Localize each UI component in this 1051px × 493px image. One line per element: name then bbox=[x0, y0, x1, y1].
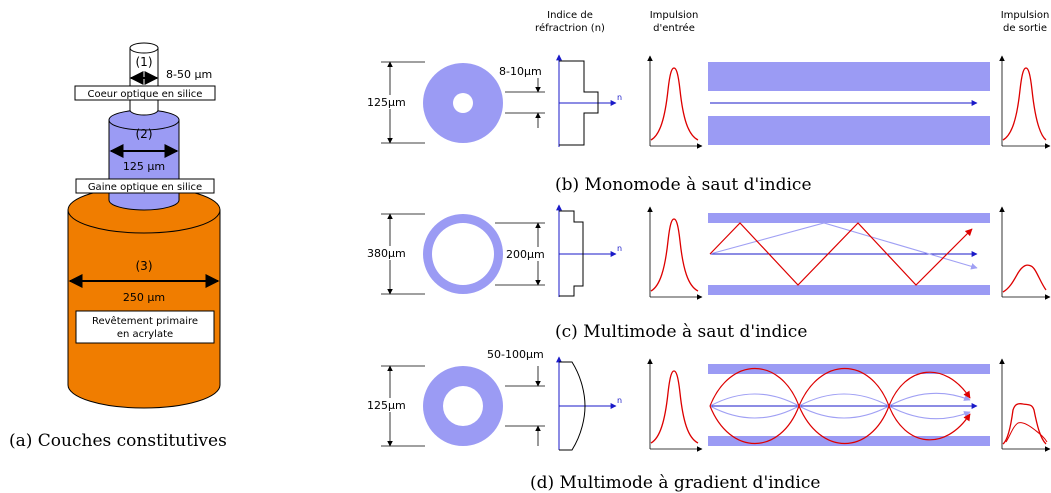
header-index-line2: réfractrion (n) bbox=[535, 22, 605, 34]
core-diameter-label: 8-10µm bbox=[499, 65, 542, 78]
axis-n-label: n bbox=[617, 396, 622, 405]
waveguide bbox=[708, 364, 990, 446]
column-headers: Indice de réfractrion (n) Impulsion d'en… bbox=[535, 10, 1049, 34]
waveguide bbox=[708, 62, 990, 145]
ray-high-angle bbox=[709, 368, 971, 444]
axis-n-label: n bbox=[617, 244, 622, 253]
header-input-line2: d'entrée bbox=[653, 22, 695, 34]
cladding-box-label: Gaine optique en silice bbox=[88, 182, 202, 193]
input-pulse bbox=[647, 55, 703, 149]
fiber-core bbox=[432, 223, 494, 285]
output-pulse bbox=[999, 358, 1051, 452]
outer-diameter-label: 125µm bbox=[367, 96, 406, 109]
index-profile: n bbox=[556, 204, 622, 297]
layer-label-1: (1) bbox=[136, 55, 153, 69]
input-pulse bbox=[647, 358, 703, 452]
row-monomode-step: 125µm 8-10µm n (b bbox=[364, 54, 1051, 195]
cladding-box bbox=[75, 178, 215, 194]
coating-box bbox=[75, 310, 215, 344]
output-pulse bbox=[999, 206, 1051, 300]
header-index-line1: Indice de bbox=[547, 10, 593, 21]
core-box bbox=[74, 85, 216, 101]
index-profile: n bbox=[556, 54, 622, 147]
fiber-core bbox=[443, 386, 483, 426]
layer-label-3: (3) bbox=[136, 259, 153, 273]
core-box-label: Coeur optique en silice bbox=[88, 89, 203, 100]
caption-c: (c) Multimode à saut d'indice bbox=[555, 322, 807, 342]
coating-box-line1: Revêtement primaire bbox=[92, 315, 198, 327]
header-output-line1: Impulsion bbox=[1001, 10, 1050, 21]
ray-low-angle bbox=[709, 392, 971, 419]
header-output-line2: de sortie bbox=[1003, 23, 1047, 34]
header-input-line1: Impulsion bbox=[650, 10, 699, 21]
axis-n-label: n bbox=[617, 93, 622, 102]
layer-label-2: (2) bbox=[136, 127, 153, 141]
output-pulse bbox=[999, 55, 1051, 149]
ray-low-angle bbox=[709, 222, 978, 270]
outer-diameter-label: 125µm bbox=[367, 399, 406, 412]
outer-diameter-label: 380µm bbox=[367, 247, 406, 260]
core-diameter-label: 200µm bbox=[506, 248, 545, 261]
coating-size-label: 250 µm bbox=[123, 291, 165, 304]
index-profile: n bbox=[556, 356, 622, 451]
caption-b: (b) Monomode à saut d'indice bbox=[555, 175, 812, 195]
input-pulse bbox=[647, 206, 703, 300]
caption-d: (d) Multimode à gradient d'indice bbox=[530, 473, 820, 493]
cladding-size-label: 125 µm bbox=[123, 160, 165, 173]
ray-low-angle bbox=[709, 393, 971, 420]
layers-diagram: (1) 8-50 µm Coeur optique en silice (2) … bbox=[9, 42, 227, 451]
row-multimode-step: 380µm 200µm n (c) Multi bbox=[364, 204, 1051, 342]
caption-a: (a) Couches constitutives bbox=[9, 431, 227, 451]
ray-high-angle bbox=[709, 368, 971, 444]
core-size-label: 8-50 µm bbox=[166, 68, 212, 81]
waveguide bbox=[708, 213, 990, 295]
row-multimode-graded: 125µm 50-100µm n bbox=[364, 348, 1051, 493]
fiber-core bbox=[453, 93, 473, 113]
coating-box-line2: en acrylate bbox=[117, 329, 173, 340]
ray-high-angle bbox=[709, 222, 973, 286]
core-diameter-label: 50-100µm bbox=[487, 348, 544, 361]
